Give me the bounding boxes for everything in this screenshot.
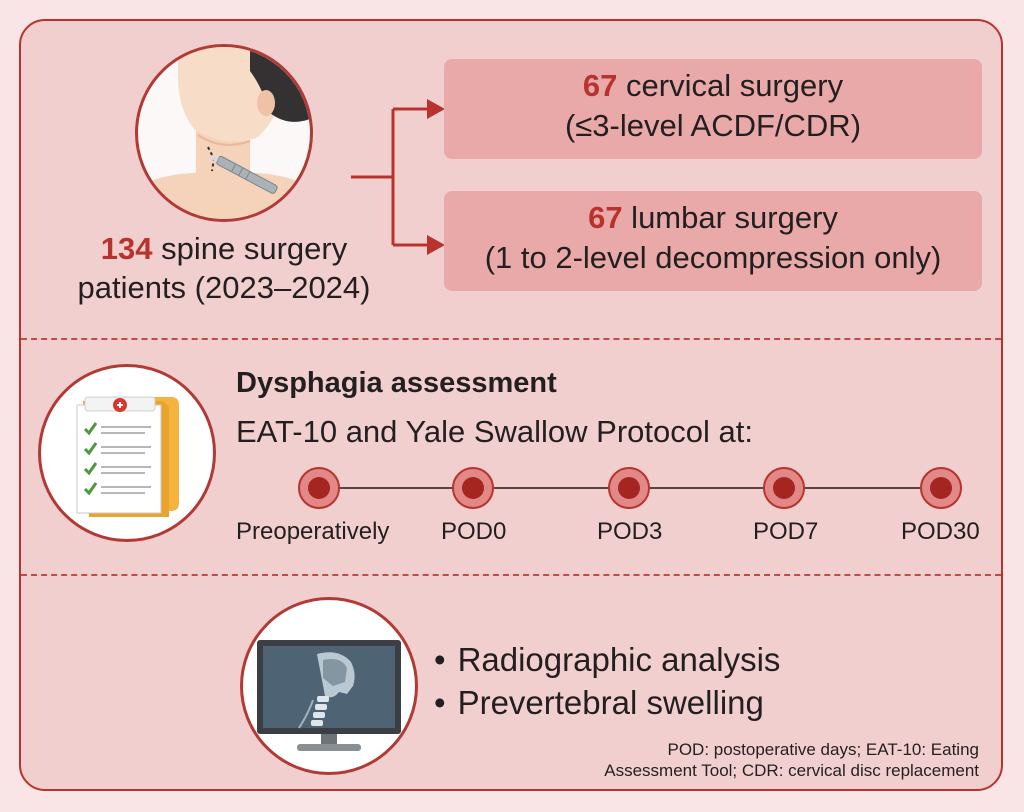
lumbar-count: 67 bbox=[588, 200, 623, 235]
patients-label: 134 spine surgery patients (2023–2024) bbox=[21, 229, 427, 307]
branch-connector bbox=[351, 99, 445, 255]
imaging-bullet-radiographic-text: Radiographic analysis bbox=[457, 641, 781, 678]
xray-monitor-icon bbox=[240, 597, 418, 775]
imaging-bullet-prevertebral: • Prevertebral swelling bbox=[434, 684, 764, 722]
timeline-label-pod30: POD30 bbox=[901, 518, 980, 545]
footnote-line2: Assessment Tool; CDR: cervical disc repl… bbox=[604, 761, 979, 780]
bullet-dot: • bbox=[434, 641, 446, 678]
footnote-line1: POD: postoperative days; EAT-10: Eating bbox=[667, 740, 979, 759]
bullet-dot: • bbox=[434, 684, 446, 721]
timeline-label-pod7: POD7 bbox=[753, 518, 819, 545]
section-divider-2 bbox=[21, 574, 1001, 576]
cervical-label: cervical surgery bbox=[617, 68, 844, 103]
assessment-subheading: EAT-10 and Yale Swallow Protocol at: bbox=[236, 414, 753, 449]
timeline-node-pod0 bbox=[452, 467, 494, 509]
patients-text-line1: spine surgery bbox=[152, 231, 348, 266]
timeline-label-pod0: POD0 bbox=[441, 518, 507, 545]
timeline-node-preoperatively bbox=[298, 467, 340, 509]
lumbar-label: lumbar surgery bbox=[622, 200, 838, 235]
patients-text-line2: patients (2023–2024) bbox=[77, 270, 371, 305]
imaging-bullet-prevertebral-text: Prevertebral swelling bbox=[457, 684, 764, 721]
cervical-group-box: 67 cervical surgery (≤3-level ACDF/CDR) bbox=[444, 59, 982, 159]
clipboard-checklist-icon bbox=[38, 364, 216, 542]
imaging-bullet-radiographic: • Radiographic analysis bbox=[434, 641, 780, 679]
cervical-count: 67 bbox=[582, 68, 618, 103]
neck-surgery-icon bbox=[135, 44, 313, 222]
infographic-frame: 134 spine surgery patients (2023–2024) 6… bbox=[19, 19, 1003, 791]
patients-count: 134 bbox=[100, 231, 153, 266]
lumbar-group-box: 67 lumbar surgery (1 to 2-level decompre… bbox=[444, 191, 982, 291]
timeline-node-pod3 bbox=[608, 467, 650, 509]
timeline-node-pod7 bbox=[763, 467, 805, 509]
assessment-heading: Dysphagia assessment bbox=[236, 367, 557, 399]
section-divider-1 bbox=[21, 338, 1001, 340]
footnote: POD: postoperative days; EAT-10: Eating … bbox=[604, 739, 979, 781]
timeline-label-preoperatively: Preoperatively bbox=[236, 518, 390, 545]
timeline-label-pod3: POD3 bbox=[597, 518, 663, 545]
cervical-detail: (≤3-level ACDF/CDR) bbox=[564, 108, 862, 143]
timeline-node-pod30 bbox=[920, 467, 962, 509]
lumbar-detail: (1 to 2-level decompression only) bbox=[484, 240, 942, 275]
